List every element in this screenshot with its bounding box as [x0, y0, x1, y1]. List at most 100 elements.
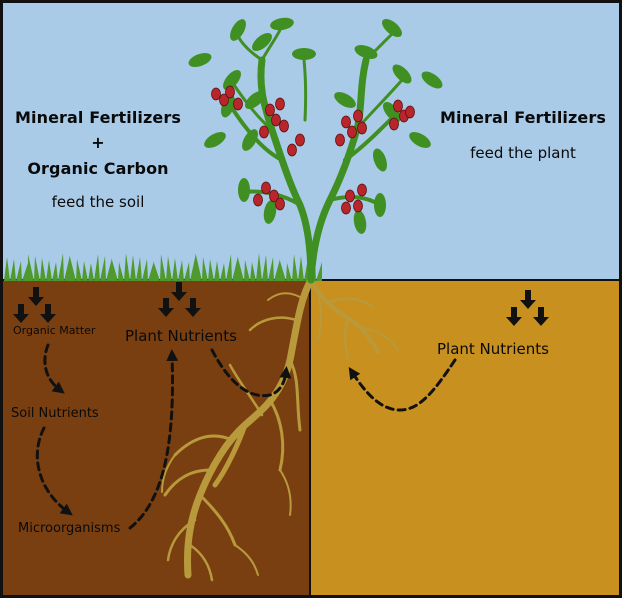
grass-blade — [46, 260, 52, 281]
grass-blade — [10, 259, 16, 281]
grass-blade — [226, 254, 232, 281]
grass-blade — [142, 259, 148, 281]
grass-blade — [244, 260, 250, 281]
berry — [219, 93, 229, 107]
grass-blade — [70, 257, 76, 281]
leaf — [374, 193, 386, 217]
berry — [353, 199, 363, 213]
leaves — [188, 17, 443, 234]
grass-blade — [16, 261, 22, 281]
grass-blade — [178, 260, 184, 281]
berry — [335, 133, 345, 147]
grass-blade — [94, 254, 100, 281]
grass-blade — [256, 253, 262, 281]
left-caption-line1: Mineral Fertilizers — [15, 108, 181, 127]
leaf — [392, 64, 412, 84]
berry — [253, 193, 263, 207]
soil-nutrients-label: Soil Nutrients — [11, 406, 99, 421]
berry — [225, 85, 235, 99]
plant-nutrients-left-label: Plant Nutrients — [125, 327, 237, 345]
grass-blade — [292, 254, 298, 281]
leaf — [354, 45, 378, 59]
grass-blade — [196, 255, 202, 281]
left-caption-plus: + — [91, 133, 105, 152]
grass-blade — [298, 256, 304, 281]
grass-blade — [184, 262, 190, 281]
grass-blade — [274, 259, 280, 281]
grass-blade — [286, 263, 292, 281]
grass-blade — [172, 258, 178, 281]
microorganisms-label: Microorganisms — [18, 521, 121, 536]
grass-blade — [148, 261, 154, 281]
berries — [211, 85, 415, 215]
left-caption-line4: feed the soil — [51, 193, 145, 211]
organic-matter-label: Organic Matter — [13, 324, 96, 337]
grass-blade — [262, 255, 268, 281]
berry — [295, 133, 305, 147]
leaf — [334, 92, 356, 108]
berry — [275, 97, 285, 111]
berry — [261, 181, 271, 195]
leaf — [242, 129, 258, 151]
grass-blade — [154, 263, 160, 281]
soil-right-panel — [310, 280, 620, 596]
leaf — [292, 48, 316, 60]
berry — [287, 143, 297, 157]
grass-blade — [82, 261, 88, 281]
berry — [341, 201, 351, 215]
grass-blade — [88, 263, 94, 281]
berry — [393, 99, 403, 113]
berry — [265, 103, 275, 117]
leaf — [245, 91, 265, 109]
grass-blade — [214, 261, 220, 281]
grass-blade — [238, 258, 244, 281]
grass-blade — [52, 262, 58, 281]
grass-blade — [4, 257, 10, 281]
berry — [269, 189, 279, 203]
grass-blade — [34, 256, 40, 281]
grass-blade — [166, 256, 172, 281]
right-caption-line2: feed the plant — [470, 144, 576, 162]
leaf — [270, 17, 294, 31]
berry — [389, 117, 399, 131]
berry — [275, 197, 285, 211]
grass-blade — [232, 256, 238, 281]
berry — [271, 113, 281, 127]
grass-blade — [220, 263, 226, 281]
grass-blade — [64, 255, 70, 281]
grass-blade — [22, 263, 28, 281]
berry — [211, 87, 221, 101]
leaf — [230, 19, 246, 41]
down-arrows — [13, 282, 549, 326]
berry — [347, 125, 357, 139]
leaf — [188, 53, 212, 67]
plant-nutrients-right-label: Plant Nutrients — [437, 340, 549, 358]
flow-arrows — [35, 343, 457, 530]
grass-blade — [160, 254, 166, 281]
grass-blade — [106, 258, 112, 281]
grass-blade — [316, 262, 322, 281]
grass-blade — [202, 257, 208, 281]
berry — [233, 97, 243, 111]
grass-blade — [118, 262, 124, 281]
right-caption-line1: Mineral Fertilizers — [440, 108, 606, 127]
grass-blade — [124, 253, 130, 281]
grass-blade — [208, 259, 214, 281]
grass-blade — [280, 261, 286, 281]
berry — [357, 183, 367, 197]
berry — [357, 121, 367, 135]
grass-blade — [76, 259, 82, 281]
grass-blade — [268, 257, 274, 281]
grass-blade — [40, 258, 46, 281]
berry — [353, 109, 363, 123]
leaf — [421, 71, 443, 89]
berry — [279, 119, 289, 133]
leaf — [223, 70, 241, 90]
leaf — [238, 178, 250, 202]
soil-left-panel — [2, 280, 310, 596]
grass-blade — [130, 255, 136, 281]
grass-blade — [58, 253, 64, 281]
leaf — [252, 33, 272, 51]
grass-blade — [100, 256, 106, 281]
